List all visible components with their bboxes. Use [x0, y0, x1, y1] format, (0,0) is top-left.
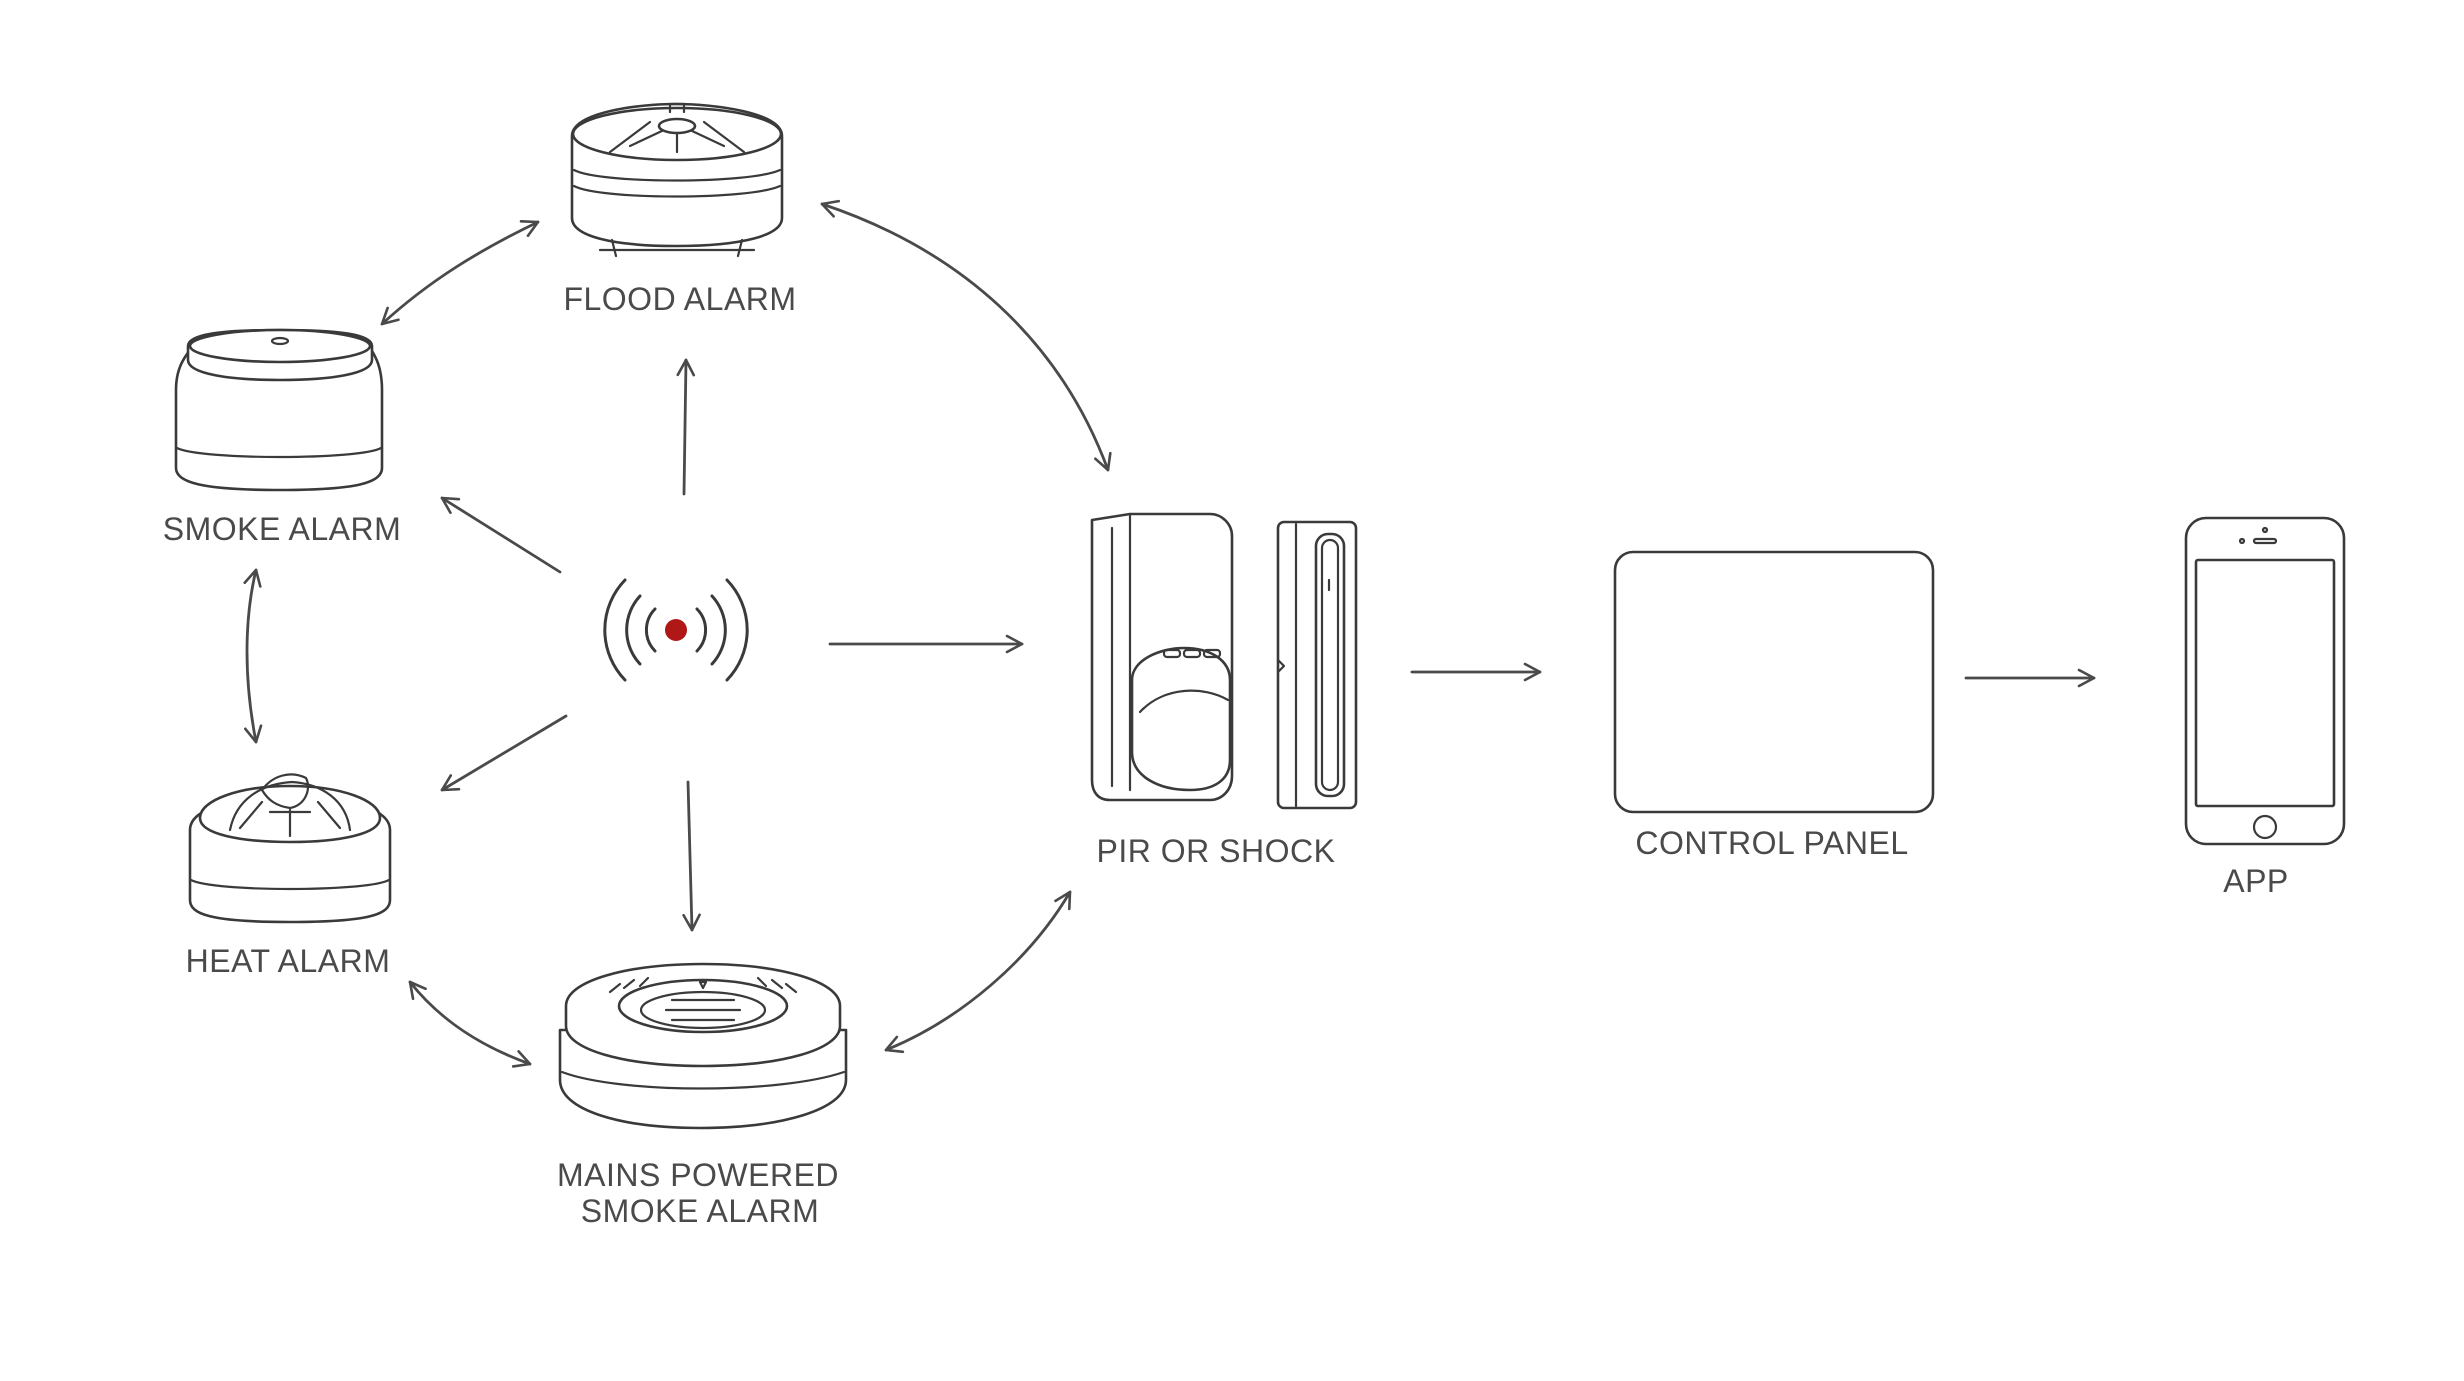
- control-panel-icon: [1613, 550, 1935, 814]
- arrow-signal-to-smoke: [440, 496, 562, 574]
- pir-sensor-icon: [1090, 512, 1234, 802]
- arrow-signal-to-mains: [682, 780, 701, 932]
- mains-powered-smoke-alarm-icon: [558, 962, 848, 1130]
- arrow-flood-pir: [820, 199, 1112, 472]
- wireless-signal-icon: [603, 578, 749, 682]
- label-mains-powered-line1: MAINS POWERED: [557, 1157, 839, 1193]
- heat-alarm-icon: [188, 773, 392, 924]
- label-flood-alarm: FLOOD ALARM: [563, 281, 796, 317]
- arrow-mains-pir: [884, 890, 1072, 1054]
- arrow-signal-to-heat: [440, 714, 568, 792]
- arrow-signal-to-flood: [676, 358, 696, 496]
- phone-icon: [2184, 516, 2346, 846]
- label-control-panel: CONTROL PANEL: [1635, 825, 1908, 861]
- label-heat-alarm: HEAT ALARM: [186, 943, 391, 979]
- label-smoke-alarm: SMOKE ALARM: [163, 511, 401, 547]
- smoke-alarm-icon: [174, 328, 384, 492]
- label-app: APP: [2223, 863, 2289, 899]
- label-mains-powered-line2: SMOKE ALARM: [581, 1193, 819, 1229]
- label-pir-or-shock: PIR OR SHOCK: [1097, 833, 1336, 869]
- flood-alarm-icon: [570, 102, 784, 258]
- arrow-smoke-flood: [380, 220, 540, 326]
- shock-sensor-icon: [1276, 520, 1358, 810]
- signal-dot: [665, 619, 687, 641]
- arrow-heat-mains: [408, 980, 532, 1068]
- arrow-smoke-heat: [243, 568, 263, 744]
